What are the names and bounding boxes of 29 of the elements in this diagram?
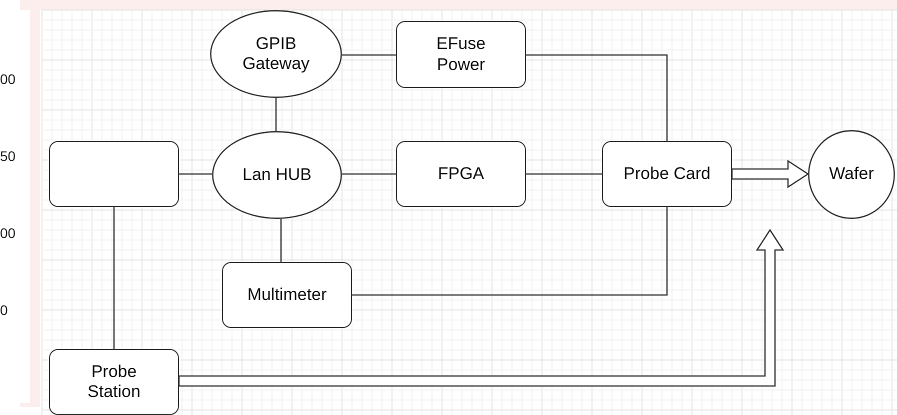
axis-tick-label: 00 xyxy=(0,225,16,241)
connector-line xyxy=(342,54,396,56)
connector-line xyxy=(280,218,282,262)
process-box xyxy=(49,349,179,415)
process-box xyxy=(602,141,732,207)
node-label: FPGA xyxy=(436,164,486,184)
axis-tick-label: 00 xyxy=(0,71,16,87)
hollow-arrow xyxy=(731,160,810,188)
node-label: Multimeter xyxy=(246,284,328,306)
connector-line xyxy=(275,98,277,131)
connector-line xyxy=(342,173,396,175)
node-label: GPIB Gateway xyxy=(241,34,311,74)
connector-line xyxy=(526,173,602,175)
node-label: Lan HUB xyxy=(242,164,312,186)
connector-line xyxy=(526,54,668,141)
process-box xyxy=(49,141,179,207)
node-label: Probe Station xyxy=(86,362,142,402)
connector-line xyxy=(352,207,668,296)
connector-line xyxy=(113,207,115,349)
node-label: EFuse Power xyxy=(435,34,487,75)
connector-line xyxy=(179,173,212,175)
node-label: Wafer xyxy=(828,164,875,185)
hollow-arrow xyxy=(178,228,784,387)
process-box xyxy=(222,262,352,328)
process-box xyxy=(396,141,526,207)
process-box xyxy=(396,21,526,88)
node-label: Probe Card xyxy=(622,164,712,184)
axis-tick-label: 50 xyxy=(0,148,16,164)
axis-tick-label: 0 xyxy=(0,302,8,318)
